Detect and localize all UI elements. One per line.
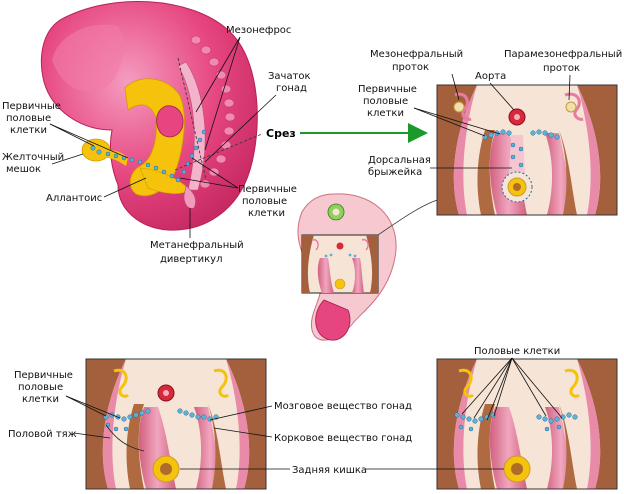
embryo-illustration xyxy=(40,0,263,231)
label-dorsal-mesentery-2: брыжейка xyxy=(368,167,422,178)
label-paramesonephric-2: проток xyxy=(543,63,580,74)
label-pgc-mid-1: Первичные xyxy=(238,184,297,195)
label-metanephric-2: дивертикул xyxy=(160,254,222,265)
label-gonad-rudiment-1: Зачаток xyxy=(268,71,311,82)
section-panel-bottom-left xyxy=(85,358,267,490)
section-panel-bottom-right xyxy=(436,358,618,490)
label-metanephric-1: Метанефральный xyxy=(150,240,244,251)
label-pgc-bl-1: Первичные xyxy=(14,370,73,381)
label-sex-cord: Половой тяж xyxy=(8,429,77,440)
label-germ-cells: Половые клетки xyxy=(474,346,560,357)
label-gonad-rudiment-2: гонад xyxy=(276,83,307,94)
label-allantois: Аллантоис xyxy=(46,193,102,204)
label-pgc-mid-3: клетки xyxy=(248,208,285,219)
label-hindgut: Задняя кишка xyxy=(292,465,367,476)
label-pgc-right-1: Первичные xyxy=(358,84,417,95)
label-pgc-bl-3: клетки xyxy=(22,394,59,405)
label-yolk-sac-2: мешок xyxy=(6,164,41,175)
section-small-overview xyxy=(297,193,438,341)
label-mesonephros: Мезонефрос xyxy=(226,25,291,36)
section-panel-top xyxy=(436,84,618,216)
label-pgc-mid-2: половые xyxy=(242,196,287,207)
label-paramesonephric-1: Парамезонефральный xyxy=(504,49,622,60)
label-mesonephric-duct-2: проток xyxy=(392,62,429,73)
label-gonad-cortex: Корковое вещество гонад xyxy=(274,433,412,444)
label-mesonephric-duct-1: Мезонефральный xyxy=(370,49,463,60)
label-section: Срез xyxy=(266,127,296,140)
label-aorta: Аорта xyxy=(475,71,506,82)
label-pgc-left-3: клетки xyxy=(10,125,47,136)
label-pgc-right-3: клетки xyxy=(367,108,404,119)
label-pgc-right-2: половые xyxy=(363,96,408,107)
bottom-labels: Первичные половые клетки Половой тяж Моз… xyxy=(8,346,563,476)
label-yolk-sac-1: Желточный xyxy=(2,152,64,163)
label-dorsal-mesentery-1: Дорсальная xyxy=(368,155,431,166)
embryo-labels: Мезонефрос Зачаток гонад Срез Первичные … xyxy=(2,25,311,265)
label-gonad-medulla: Мозговое вещество гонад xyxy=(274,401,412,412)
label-pgc-left-1: Первичные xyxy=(2,101,61,112)
top-panel-labels: Мезонефральный проток Аорта Парамезонефр… xyxy=(358,49,622,178)
label-pgc-bl-2: половые xyxy=(18,382,63,393)
label-pgc-left-2: половые xyxy=(6,113,51,124)
